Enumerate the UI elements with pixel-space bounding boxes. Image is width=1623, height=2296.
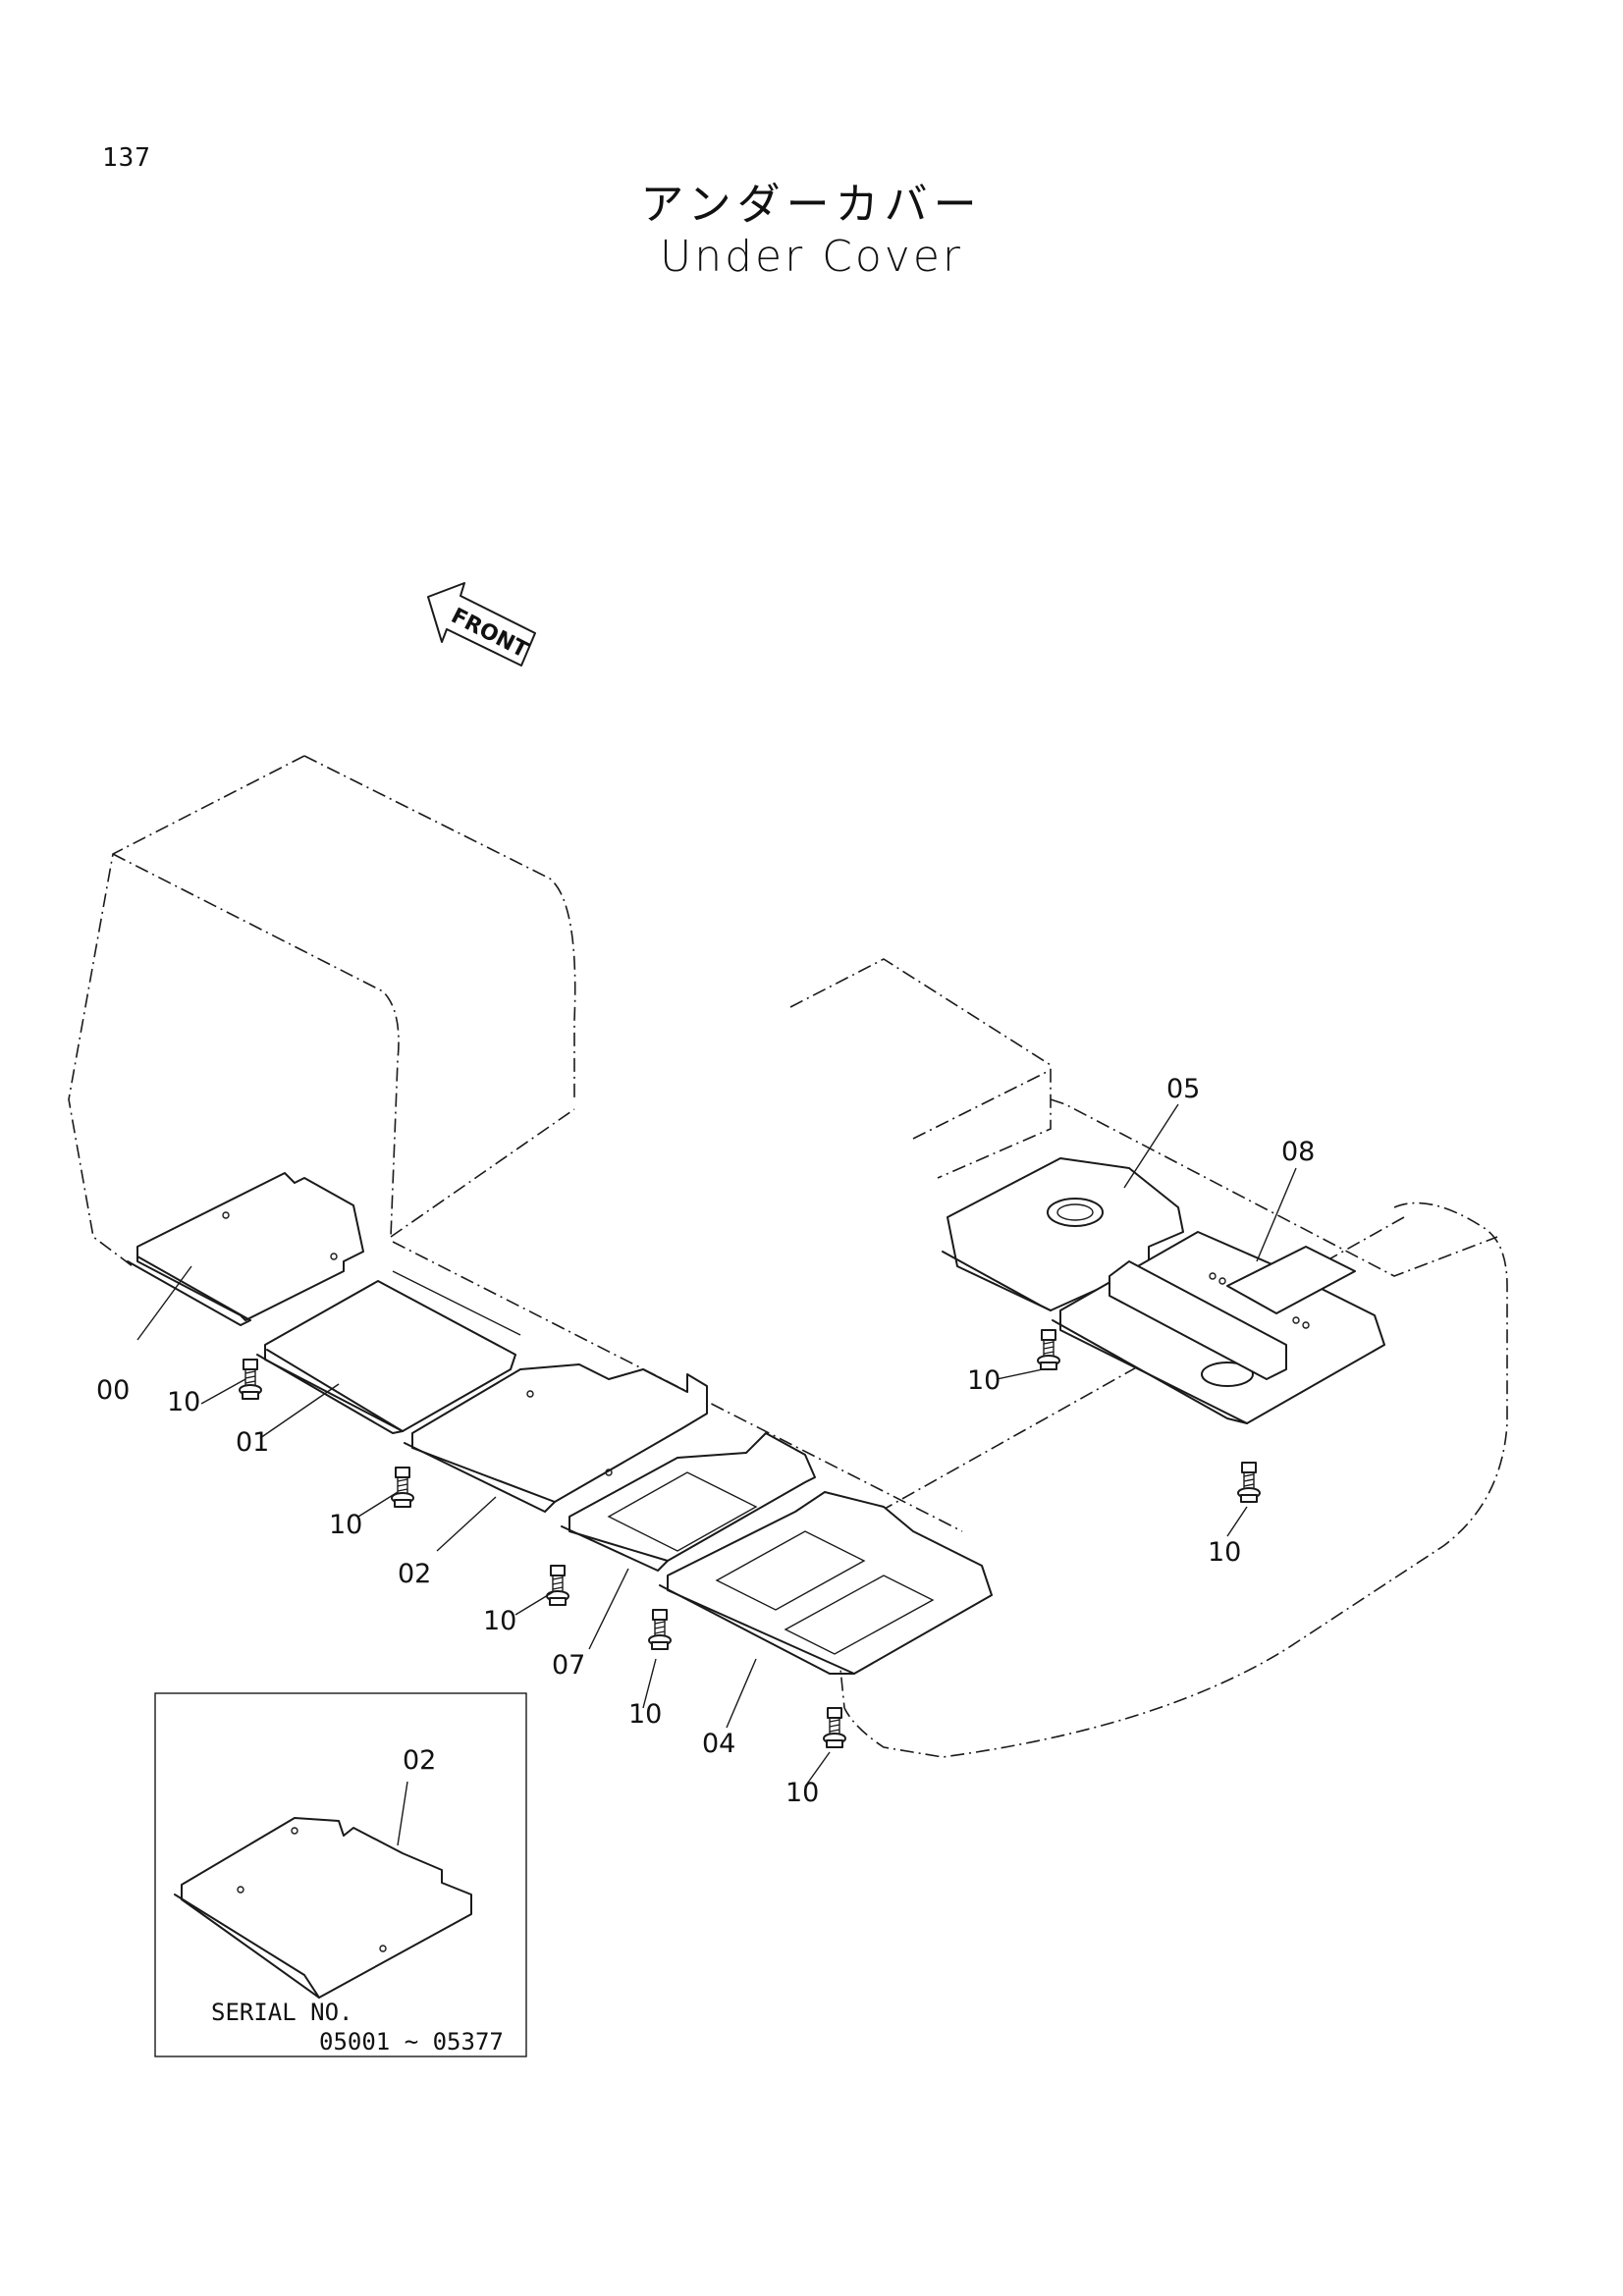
bolt-10-e bbox=[823, 1707, 846, 1748]
callout-08: 08 bbox=[1281, 1137, 1315, 1167]
bolt-10-c bbox=[546, 1565, 569, 1606]
title-english: Under Cover bbox=[659, 232, 963, 282]
cover-plate-07 bbox=[561, 1432, 816, 1572]
callout-10-b: 10 bbox=[329, 1510, 362, 1540]
bolt-10-g bbox=[1237, 1462, 1261, 1503]
left-housing-outline bbox=[68, 755, 576, 1267]
callout-00: 00 bbox=[96, 1375, 130, 1406]
bolt-10-b bbox=[391, 1467, 414, 1508]
cover-plate-00 bbox=[127, 1172, 364, 1326]
cover-plate-08 bbox=[1052, 1231, 1385, 1424]
bolt-10-f bbox=[1037, 1329, 1060, 1370]
cover-plate-02 bbox=[404, 1363, 708, 1513]
callout-02: 02 bbox=[398, 1559, 431, 1589]
serial-label: SERIAL NO. bbox=[211, 1999, 353, 2026]
callout-10-d: 10 bbox=[628, 1699, 662, 1730]
callout-10-f: 10 bbox=[967, 1365, 1001, 1396]
callout-10-c: 10 bbox=[483, 1606, 516, 1636]
leader-lines bbox=[136, 1103, 1297, 1788]
inset-serial-variant: 02 SERIAL NO. 05001 ~ 05377 bbox=[154, 1692, 527, 2057]
callout-10-e: 10 bbox=[785, 1778, 819, 1808]
page-number: 137 bbox=[102, 143, 151, 173]
callout-10-g: 10 bbox=[1208, 1537, 1241, 1568]
callout-01: 01 bbox=[236, 1427, 269, 1458]
callout-10-a: 10 bbox=[167, 1387, 200, 1417]
title-japanese: アンダーカバー bbox=[640, 180, 983, 230]
inset-callout-02: 02 bbox=[403, 1745, 436, 1776]
front-arrow-icon: FRONT bbox=[427, 582, 536, 667]
serial-range: 05001 ~ 05377 bbox=[319, 2028, 504, 2056]
bolt-10-d bbox=[648, 1609, 672, 1650]
cover-plate-04 bbox=[659, 1491, 993, 1675]
callout-05: 05 bbox=[1166, 1074, 1200, 1104]
bolt-10-a bbox=[239, 1359, 262, 1400]
callout-04: 04 bbox=[702, 1729, 735, 1759]
callout-07: 07 bbox=[552, 1650, 585, 1681]
